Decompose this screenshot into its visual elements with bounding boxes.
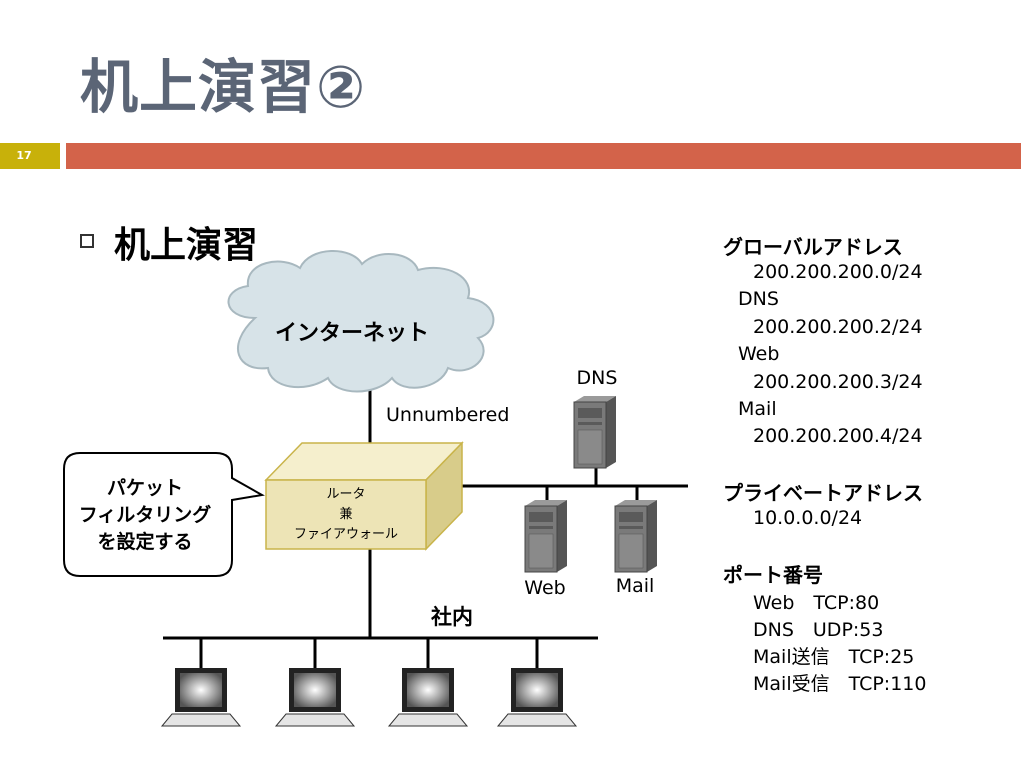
port-number-heading: ポート番号 <box>723 563 823 587</box>
internet-cloud-icon <box>227 250 495 393</box>
network-diagram: インターネット Unnumbered ルータ 兼 ファイアウォール パケット フ… <box>63 250 688 727</box>
title-accent-bar <box>66 143 1021 169</box>
web-address-label: Web <box>738 343 780 365</box>
slide-number-box <box>0 143 60 169</box>
port-mail-receive: Mail受信 TCP:110 <box>753 673 927 695</box>
callout-line1: パケット <box>107 477 183 499</box>
web-server-icon <box>524 500 567 573</box>
laptop-icon <box>387 668 469 727</box>
dns-address-value: 200.200.200.2/24 <box>753 316 923 338</box>
web-address-value: 200.200.200.3/24 <box>753 371 923 393</box>
callout-line2: フィルタリング <box>79 503 212 526</box>
global-network-value: 200.200.200.0/24 <box>753 261 923 283</box>
router-label-line2: 兼 <box>339 507 352 522</box>
slide-number: 17 <box>16 149 32 162</box>
callout-line3: を設定する <box>97 530 192 553</box>
router-firewall-box <box>264 441 464 551</box>
dns-address-label: DNS <box>738 288 779 310</box>
unnumbered-label: Unnumbered <box>386 404 509 426</box>
laptop-icon <box>496 668 578 727</box>
dns-server-icon <box>573 396 616 469</box>
callout-bubble <box>63 452 265 577</box>
internet-label: インターネット <box>275 321 429 346</box>
router-label-line1: ルータ <box>326 487 365 502</box>
mail-server-label: Mail <box>616 575 655 597</box>
mail-server-icon <box>614 500 657 573</box>
private-address-heading: プライベートアドレス <box>723 481 923 505</box>
web-server-label: Web <box>524 577 565 599</box>
bullet-text: 机上演習 <box>114 225 259 266</box>
lan-label: 社内 <box>430 605 473 629</box>
port-mail-send: Mail送信 TCP:25 <box>753 646 915 668</box>
port-dns: DNS UDP:53 <box>753 619 884 641</box>
mail-address-label: Mail <box>738 398 777 420</box>
laptop-icon <box>274 668 356 727</box>
private-network-value: 10.0.0.0/24 <box>753 507 863 529</box>
router-label-line3: ファイアウォール <box>294 527 398 542</box>
dns-server-label: DNS <box>577 367 618 389</box>
global-address-heading: グローバルアドレス <box>723 235 903 259</box>
bullet-square-icon <box>80 234 94 248</box>
port-web: Web TCP:80 <box>753 592 880 614</box>
laptop-icon <box>160 668 242 727</box>
mail-address-value: 200.200.200.4/24 <box>753 425 923 447</box>
slide-title: 机上演習② <box>80 53 367 121</box>
